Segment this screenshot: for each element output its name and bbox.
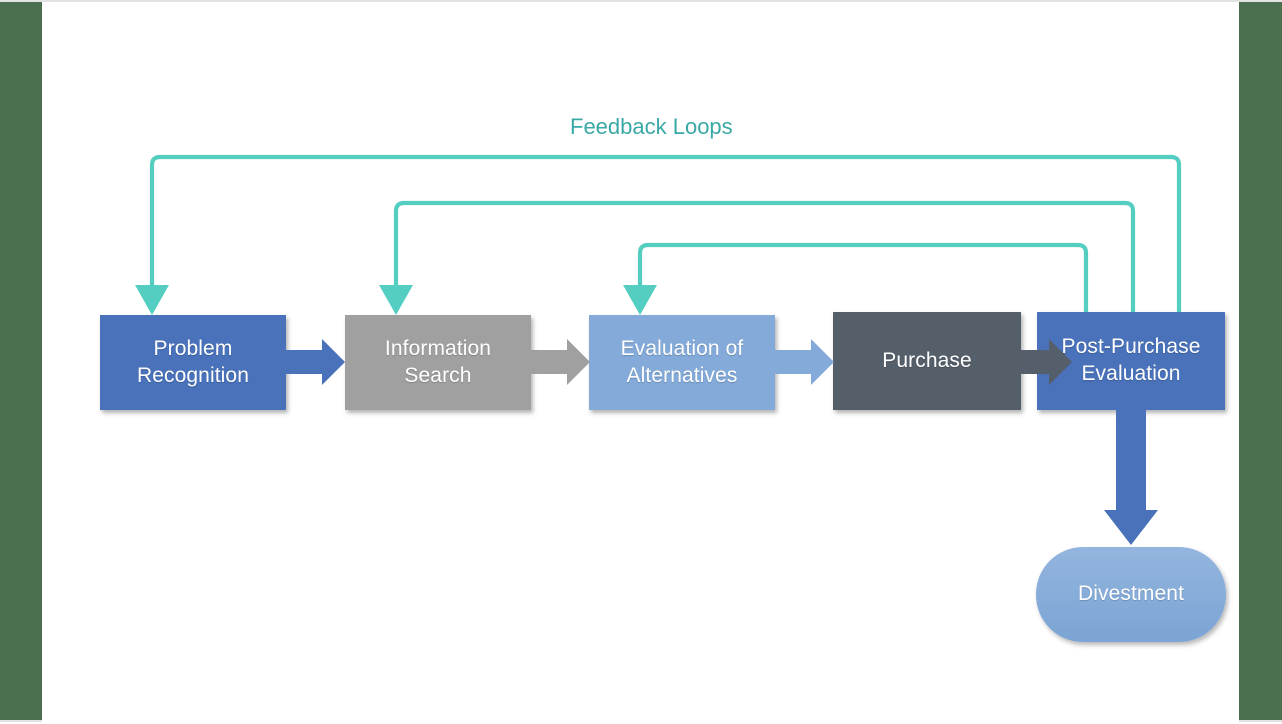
feedback-arrowhead-evaluation xyxy=(623,285,657,315)
diagram-area: Feedback Loops Problem Recognition Infor… xyxy=(42,2,1239,724)
feedback-to-evaluation-path xyxy=(637,242,1089,312)
right-accent-band xyxy=(1239,2,1282,720)
node-evaluation-of-alternatives[interactable] xyxy=(589,315,775,410)
process-flow-diagram xyxy=(100,154,1226,642)
arrow-information-to-evaluation xyxy=(531,339,590,385)
feedback-loops-title: Feedback Loops xyxy=(570,114,733,139)
node-divestment[interactable] xyxy=(1036,547,1226,642)
node-purchase[interactable] xyxy=(833,312,1021,410)
feedback-loop-group xyxy=(149,154,1182,312)
left-accent-band xyxy=(0,2,42,720)
node-information-search[interactable] xyxy=(345,315,531,410)
feedback-arrowheads xyxy=(135,285,657,315)
feedback-to-information-search-path xyxy=(393,200,1136,312)
feedback-arrowhead-problem xyxy=(135,285,169,315)
feedback-arrowhead-information xyxy=(379,285,413,315)
arrow-postpurchase-to-divestment xyxy=(1104,410,1158,545)
arrow-purchase-to-postpurchase xyxy=(1021,339,1072,385)
feedback-to-problem-recognition-path xyxy=(149,154,1182,312)
arrow-evaluation-to-purchase xyxy=(775,339,834,385)
arrow-problem-to-information xyxy=(286,339,345,385)
node-problem-recognition[interactable] xyxy=(100,315,286,410)
